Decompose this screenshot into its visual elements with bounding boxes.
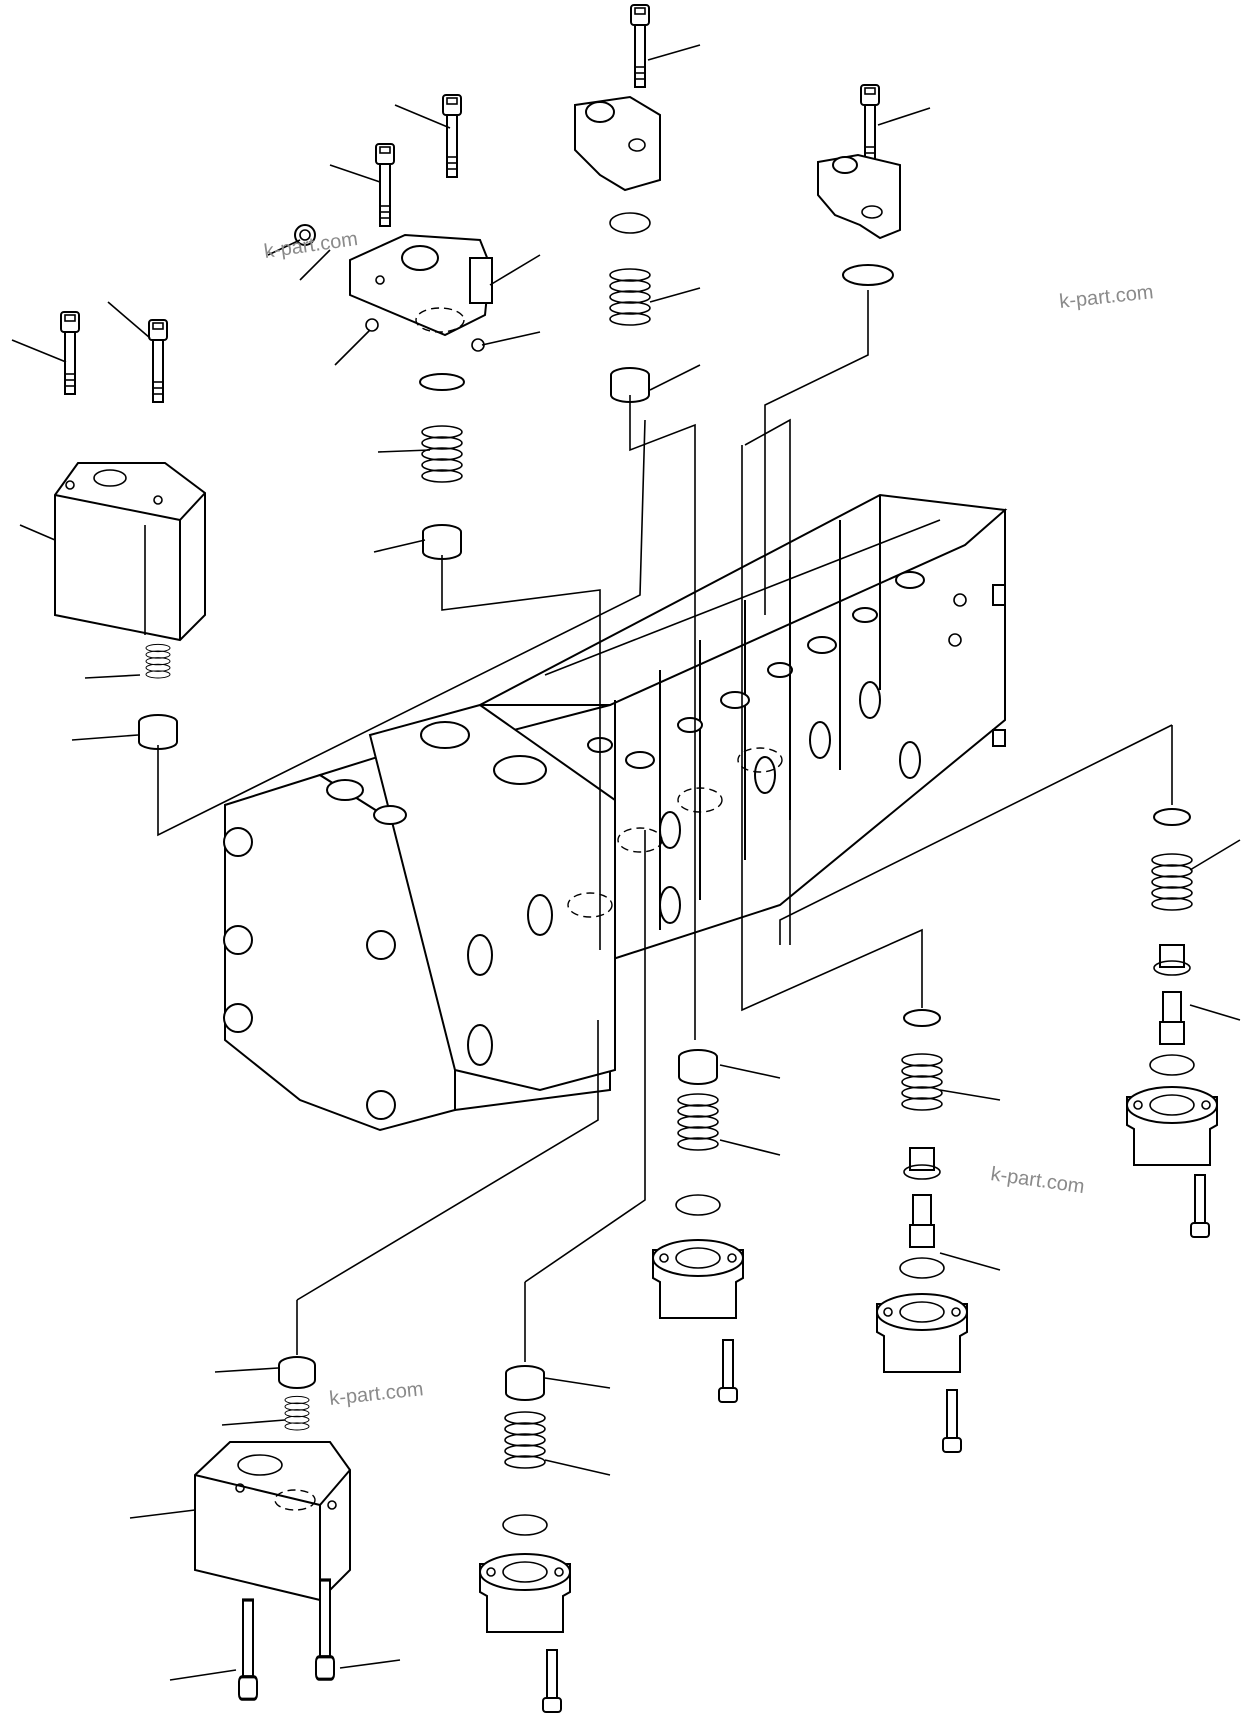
bottom-center-assembly (479, 1365, 611, 1713)
watermark-text: k-part.com (1058, 281, 1154, 313)
assembly-leader-lines (157, 290, 1173, 1362)
center-lower-assembly (652, 1049, 781, 1403)
watermark-text: k-part.com (328, 1378, 424, 1410)
top-right-assembly (817, 84, 931, 286)
bottom-left-block-assembly (129, 1356, 401, 1701)
main-valve-assembly (223, 493, 1008, 1132)
left-end-block-assembly (11, 301, 206, 750)
top-middle-assembly (574, 4, 701, 403)
watermark-text: k-part.com (989, 1163, 1086, 1198)
center-right-relief-assembly (876, 1009, 1001, 1453)
right-relief-assembly (1126, 808, 1241, 1238)
top-pilot-block-assembly (267, 94, 541, 560)
